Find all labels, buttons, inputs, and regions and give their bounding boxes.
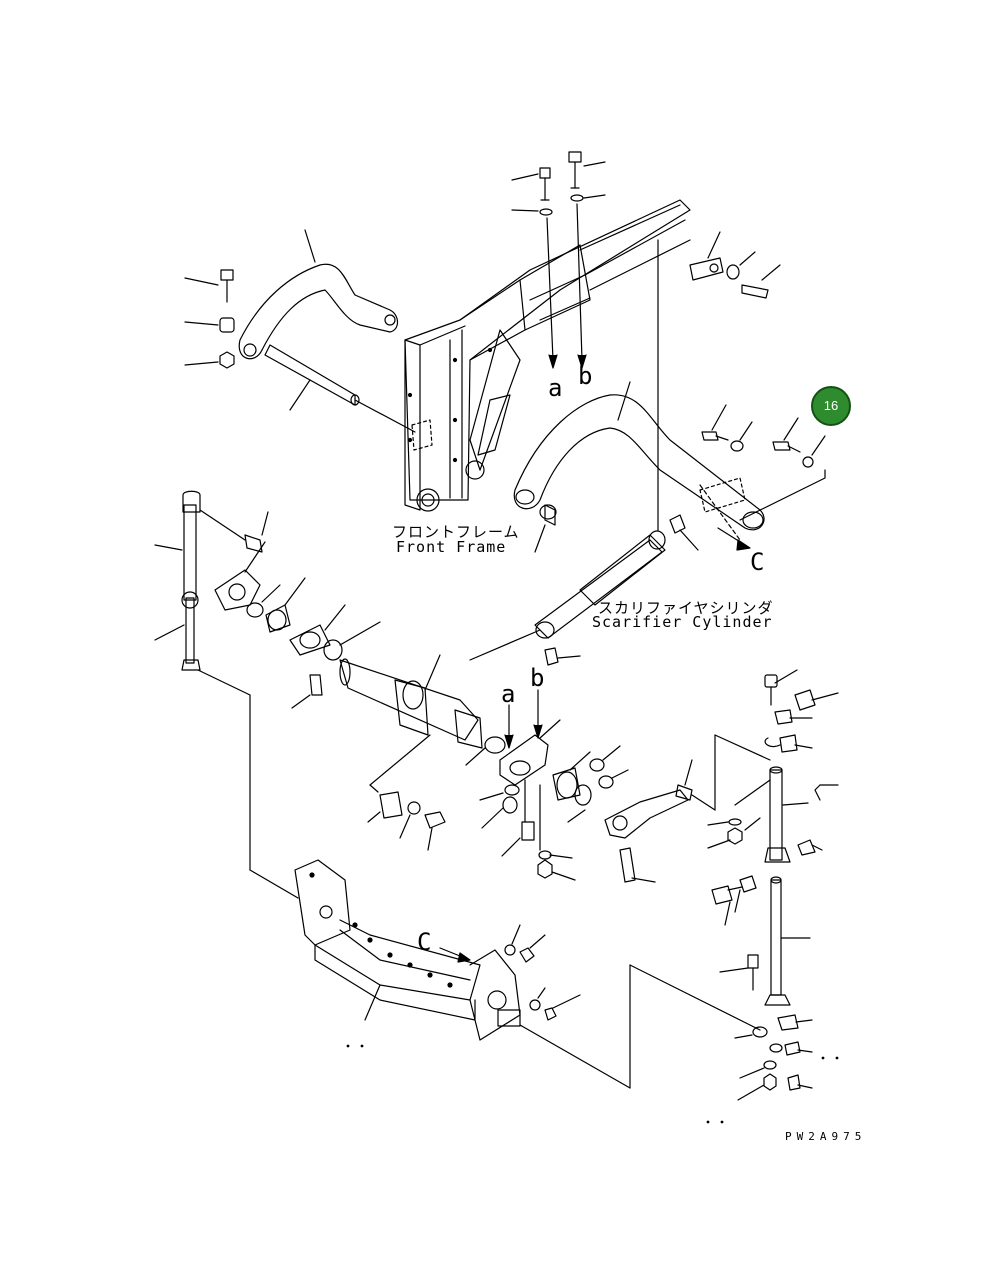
top-bolts <box>511 151 606 369</box>
central-shaft <box>289 604 541 793</box>
stray-marks <box>346 1044 839 1124</box>
front-frame-jp-label: フロントフレーム <box>392 523 520 541</box>
left-bolt-stack <box>184 269 235 369</box>
right-middle-linkage <box>589 734 771 883</box>
middle-bracket <box>465 689 592 881</box>
arrow-c-bottom-label: C <box>417 928 432 956</box>
center-arm <box>513 381 765 553</box>
callout-bolts <box>699 404 826 551</box>
arrow-b-top-label: b <box>578 362 593 390</box>
scarifier-cylinder-jp-label: スカリファイヤシリンダ <box>598 599 774 617</box>
front-frame <box>404 199 691 512</box>
right-vertical-assembly <box>707 669 839 1101</box>
arrow-b-mid-label: b <box>530 664 545 692</box>
right-top-parts <box>657 231 781 531</box>
arrow-a-mid-label: a <box>501 680 516 708</box>
arrow-c-right-label: C <box>750 548 765 576</box>
left-arm <box>238 229 416 433</box>
front-frame-en-label: Front Frame <box>396 538 507 556</box>
part-callout-number: 16 <box>823 398 839 413</box>
part-callout-16[interactable]: 16 <box>811 386 851 426</box>
scarifier-cylinder-en-label: Scarifier Cylinder <box>592 613 773 631</box>
scarifier-cylinder <box>534 514 699 666</box>
lower-beam <box>294 859 761 1089</box>
left-link-rod <box>154 490 306 899</box>
lower-left-small-parts <box>367 791 446 851</box>
drawing-code: PW2A975 <box>785 1130 867 1143</box>
arrow-a-top-label: a <box>548 374 563 402</box>
